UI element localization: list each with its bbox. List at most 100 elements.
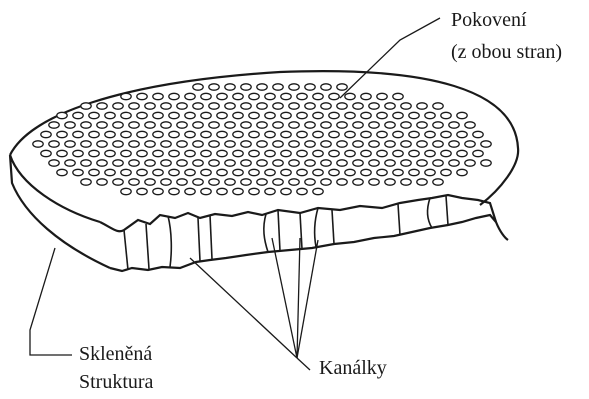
channel-hole — [297, 169, 307, 175]
channel-hole — [73, 131, 83, 137]
channel-hole — [249, 112, 259, 118]
channel-hole — [225, 122, 235, 128]
channel-hole — [425, 150, 435, 156]
channel-hole — [185, 150, 195, 156]
channel-hole — [193, 179, 203, 185]
channel-hole — [169, 188, 179, 194]
channel-hole — [129, 160, 139, 166]
channel-hole — [361, 150, 371, 156]
channel-hole — [129, 103, 139, 109]
channel-hole — [121, 150, 131, 156]
channel-hole — [393, 112, 403, 118]
channel-hole — [257, 103, 267, 109]
leader-pokoveni — [340, 18, 440, 98]
channel-hole — [97, 122, 107, 128]
label-sklenena: Skleněná — [79, 340, 152, 368]
channel-hole — [169, 150, 179, 156]
channel-hole — [321, 160, 331, 166]
channel-hole — [65, 122, 75, 128]
channel-hole — [281, 112, 291, 118]
channel-hole — [185, 112, 195, 118]
channel-hole — [377, 131, 387, 137]
channel-hole — [337, 122, 347, 128]
channel-hole — [441, 150, 451, 156]
channel-hole — [249, 150, 259, 156]
channel-hole — [129, 141, 139, 147]
channel-hole — [425, 131, 435, 137]
channel-hole — [153, 131, 163, 137]
channel-hole — [265, 93, 275, 99]
channel-hole — [217, 150, 227, 156]
channel-hole — [233, 93, 243, 99]
channel-hole — [281, 131, 291, 137]
channel-hole — [89, 169, 99, 175]
channel-hole — [233, 112, 243, 118]
channel-hole — [137, 150, 147, 156]
leader-kanalky-1 — [190, 258, 297, 358]
channel-hole — [281, 169, 291, 175]
channel-hole — [257, 141, 267, 147]
channel-hole — [121, 188, 131, 194]
channel-hole — [273, 179, 283, 185]
channel-hole — [353, 103, 363, 109]
channel-hole — [41, 131, 51, 137]
channel-hole — [329, 93, 339, 99]
channel-hole — [385, 179, 395, 185]
channel-hole — [49, 141, 59, 147]
channel-hole — [121, 112, 131, 118]
channel-hole — [457, 169, 467, 175]
channel-hole — [225, 103, 235, 109]
channel-hole — [97, 103, 107, 109]
label-struktura: Struktura — [79, 368, 153, 396]
channel-hole — [329, 112, 339, 118]
channel-hole — [169, 169, 179, 175]
channel-hole — [209, 122, 219, 128]
channel-hole — [321, 122, 331, 128]
channel-hole — [81, 103, 91, 109]
channel-hole — [401, 122, 411, 128]
channel-hole — [305, 122, 315, 128]
channel-hole — [433, 122, 443, 128]
channel-hole — [313, 169, 323, 175]
channel-hole — [209, 84, 219, 90]
channel-hole — [201, 188, 211, 194]
channel-hole — [329, 169, 339, 175]
channel-hole — [105, 131, 115, 137]
channel-hole — [97, 141, 107, 147]
cut-section-bottom — [110, 215, 496, 271]
channel-hole — [433, 179, 443, 185]
channel-hole — [193, 84, 203, 90]
channel-hole — [369, 103, 379, 109]
channel-hole — [249, 131, 259, 137]
channel-hole — [249, 188, 259, 194]
channel-hole — [289, 141, 299, 147]
channel-hole — [257, 160, 267, 166]
channel-hole — [265, 188, 275, 194]
channel-hole — [89, 150, 99, 156]
channel-hole — [385, 103, 395, 109]
channel-hole — [201, 112, 211, 118]
channel-hole — [257, 84, 267, 90]
channel-hole — [249, 169, 259, 175]
channel-hole — [329, 150, 339, 156]
channel-hole — [153, 112, 163, 118]
channel-hole — [217, 131, 227, 137]
channel-hole — [353, 179, 363, 185]
channel-hole — [377, 93, 387, 99]
channel-hole — [345, 150, 355, 156]
channel-hole — [105, 112, 115, 118]
channel-hole — [353, 122, 363, 128]
channel-hole — [185, 188, 195, 194]
channel-hole — [377, 169, 387, 175]
channel-hole — [177, 160, 187, 166]
channel-hole — [201, 131, 211, 137]
channel-hole — [449, 141, 459, 147]
channel-hole — [241, 122, 251, 128]
channel-hole — [305, 84, 315, 90]
channel-hole — [57, 169, 67, 175]
channel-hole — [281, 188, 291, 194]
channel-hole — [369, 141, 379, 147]
channel-hole — [417, 103, 427, 109]
channel-hole — [321, 84, 331, 90]
